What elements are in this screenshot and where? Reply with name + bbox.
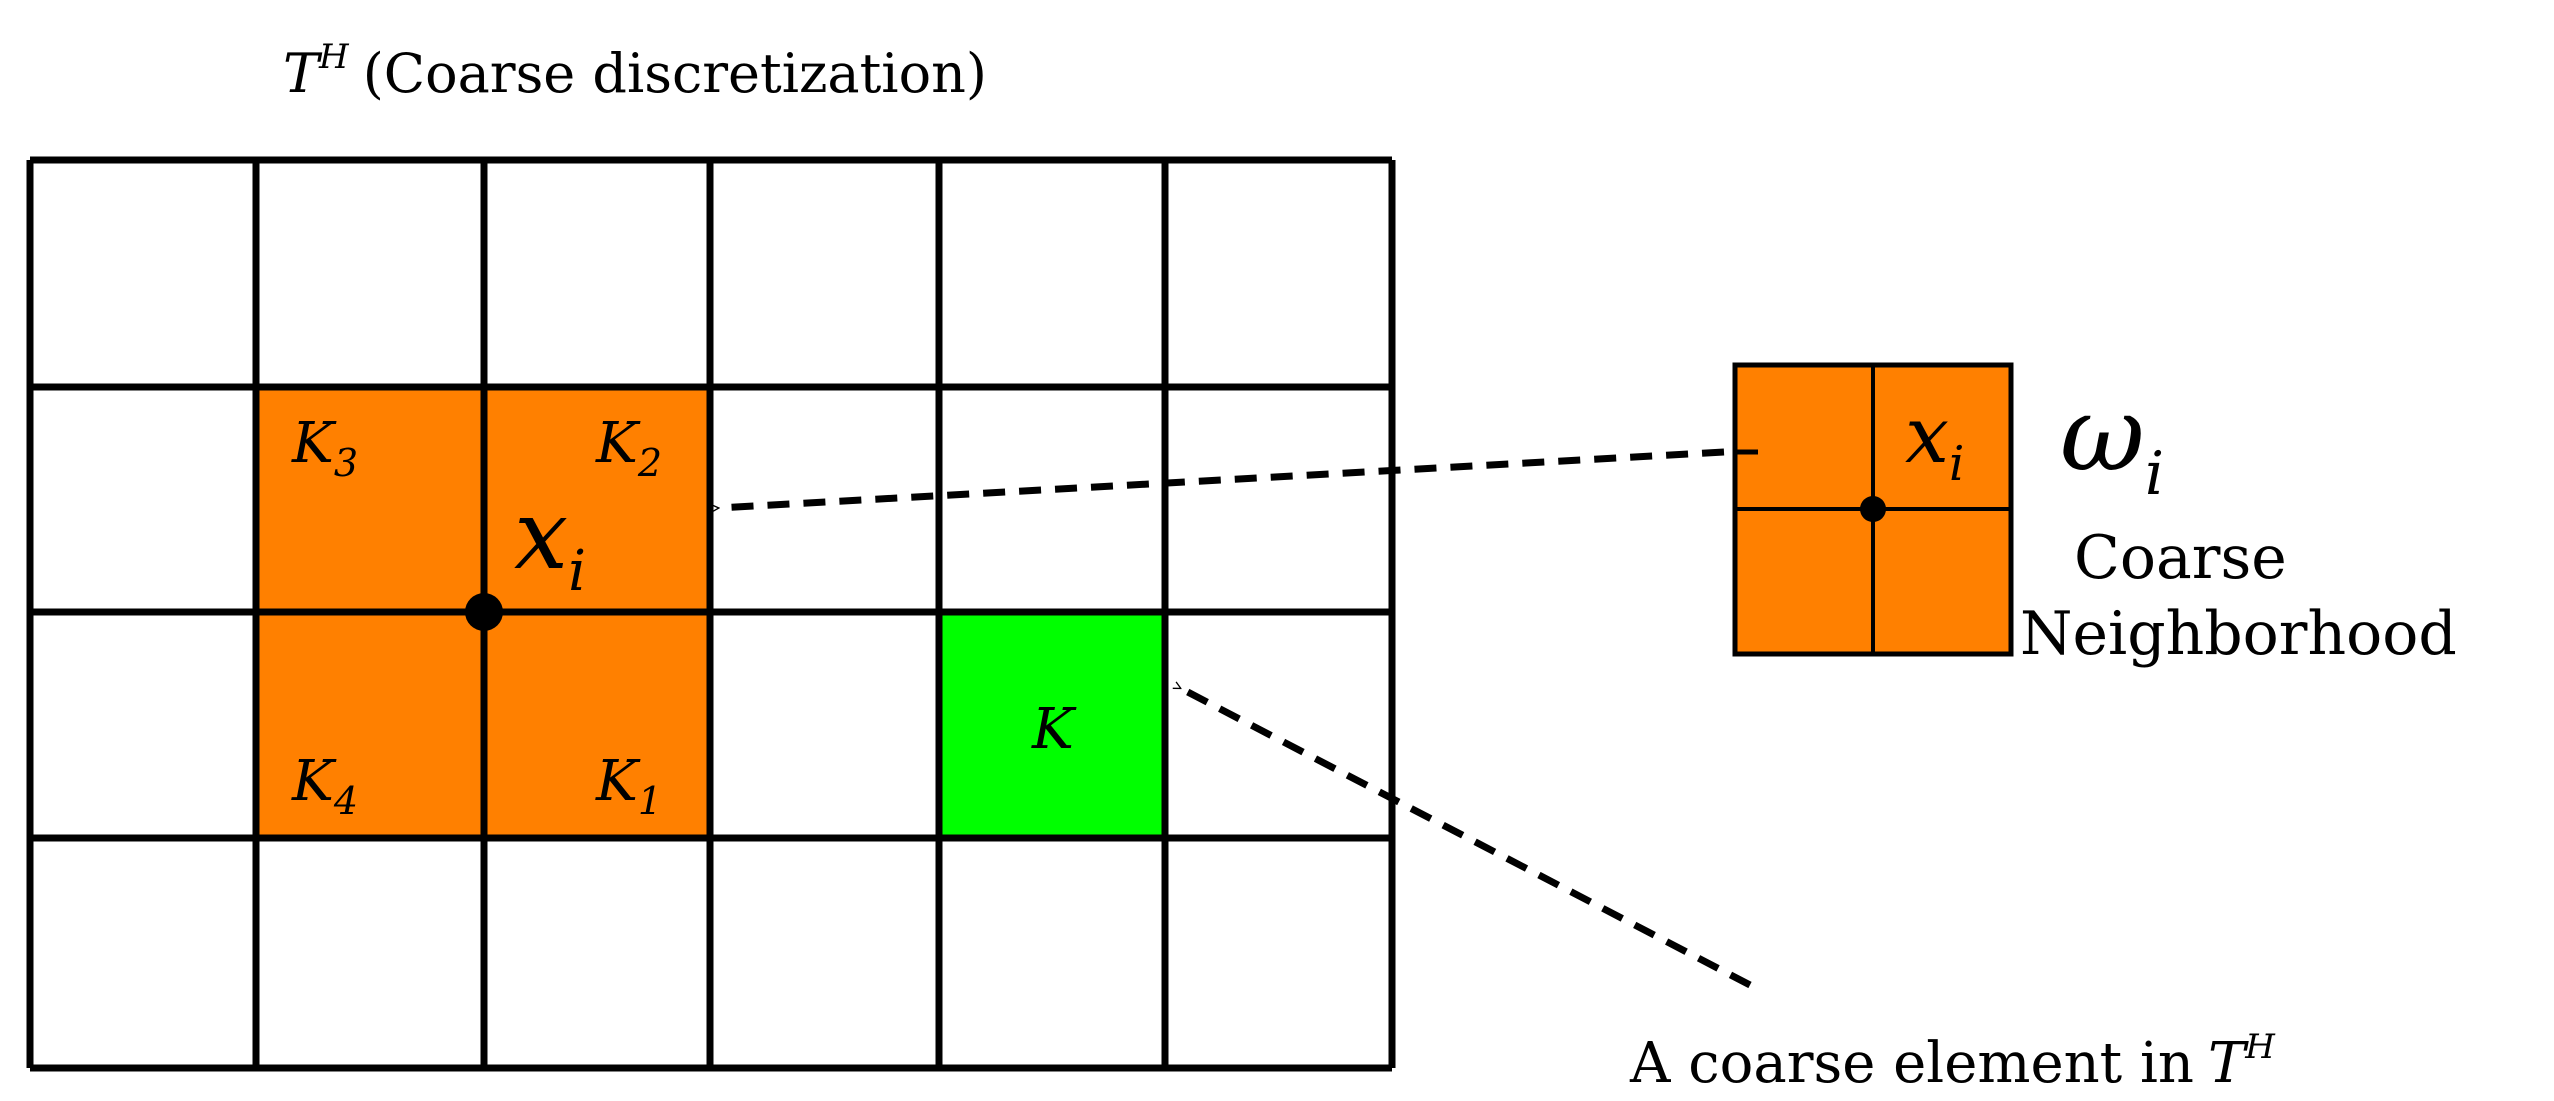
- neighborhood-caption-line1: Coarse: [2074, 523, 2287, 593]
- coarse-element-cell: [939, 612, 1165, 838]
- arrow-neighborhood-to-grid: [718, 448, 1725, 508]
- neighborhood-caption-line2: Neighborhood: [2020, 599, 2457, 669]
- grid-cell: [939, 838, 1165, 1068]
- neighborhood-cell: [256, 612, 484, 838]
- grid-cell: [1165, 160, 1392, 387]
- grid-cell: [710, 838, 939, 1068]
- neighborhood-cell: [484, 612, 710, 838]
- element-caption-superscript: H: [2244, 1027, 2276, 1067]
- label-k1: K1: [595, 749, 662, 823]
- grid-cell: [1165, 838, 1392, 1068]
- title-symbol: T: [283, 42, 323, 105]
- node-xi-sub: i: [568, 539, 586, 604]
- neighborhood-inset: xi: [1732, 362, 2014, 657]
- neighborhood-cell: [484, 387, 710, 612]
- node-xi-label: xi: [514, 479, 586, 604]
- grid-cells: [30, 160, 1392, 1068]
- grid-cell: [484, 160, 710, 387]
- grid-cell: [256, 160, 484, 387]
- title-superscript: H: [318, 37, 350, 77]
- neighborhood-node-label: xi: [1905, 391, 1964, 492]
- grid-cell: [1165, 612, 1392, 838]
- neighborhood-cell: [256, 387, 484, 612]
- node-xi-dot: [465, 593, 503, 631]
- grid-cell: [710, 612, 939, 838]
- label-k2: K2: [595, 411, 662, 485]
- grid-cell: [710, 160, 939, 387]
- title-text: (Coarse discretization): [363, 42, 987, 105]
- grid-cell: [939, 160, 1165, 387]
- grid-cell: [30, 387, 256, 612]
- element-caption-text: A coarse element in: [1629, 1031, 2194, 1096]
- label-k: K: [1031, 697, 1077, 762]
- element-caption-symbol: T: [2208, 1031, 2249, 1096]
- grid-cell: [30, 160, 256, 387]
- grid-cell: [484, 838, 710, 1068]
- diagram-title: TH (Coarse discretization): [283, 37, 987, 105]
- grid-cell: [939, 387, 1165, 612]
- grid-cell: [30, 612, 256, 838]
- grid-cell: [256, 838, 484, 1068]
- grid-cell: [1165, 387, 1392, 612]
- label-k3: K3: [291, 411, 358, 485]
- neighborhood-node-dot: [1860, 496, 1886, 522]
- label-k4: K4: [291, 749, 358, 823]
- grid-cell: [30, 838, 256, 1068]
- omega-label: ωi: [2060, 373, 2164, 509]
